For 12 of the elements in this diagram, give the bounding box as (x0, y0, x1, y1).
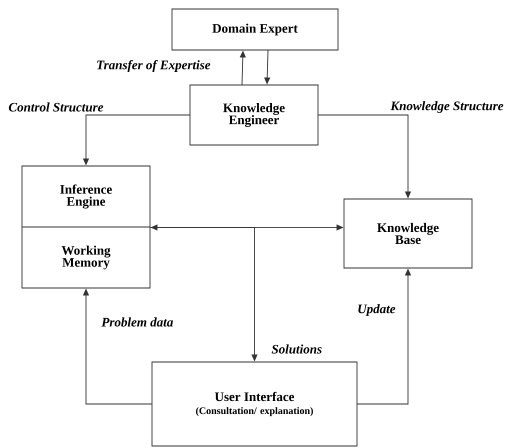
process-box: User Interface (Consultation/ explanation) (152, 362, 358, 446)
process-box: Inference Engine (22, 166, 150, 228)
edge-label: Solutions (270, 343, 324, 355)
edge-label: Update (356, 303, 397, 317)
process-box: Working Memory (22, 226, 150, 288)
edge-label: Transfer of Expertise (95, 59, 212, 73)
process-box: Domain Expert (172, 8, 338, 50)
process-box: Knowledge Engineer (190, 84, 318, 146)
edge-label: Knowledge Structure (390, 100, 505, 114)
edge-label: Problem data (100, 316, 174, 328)
edge-label: Control Structure (7, 101, 104, 113)
process-box: Knowledge Base (344, 198, 472, 268)
